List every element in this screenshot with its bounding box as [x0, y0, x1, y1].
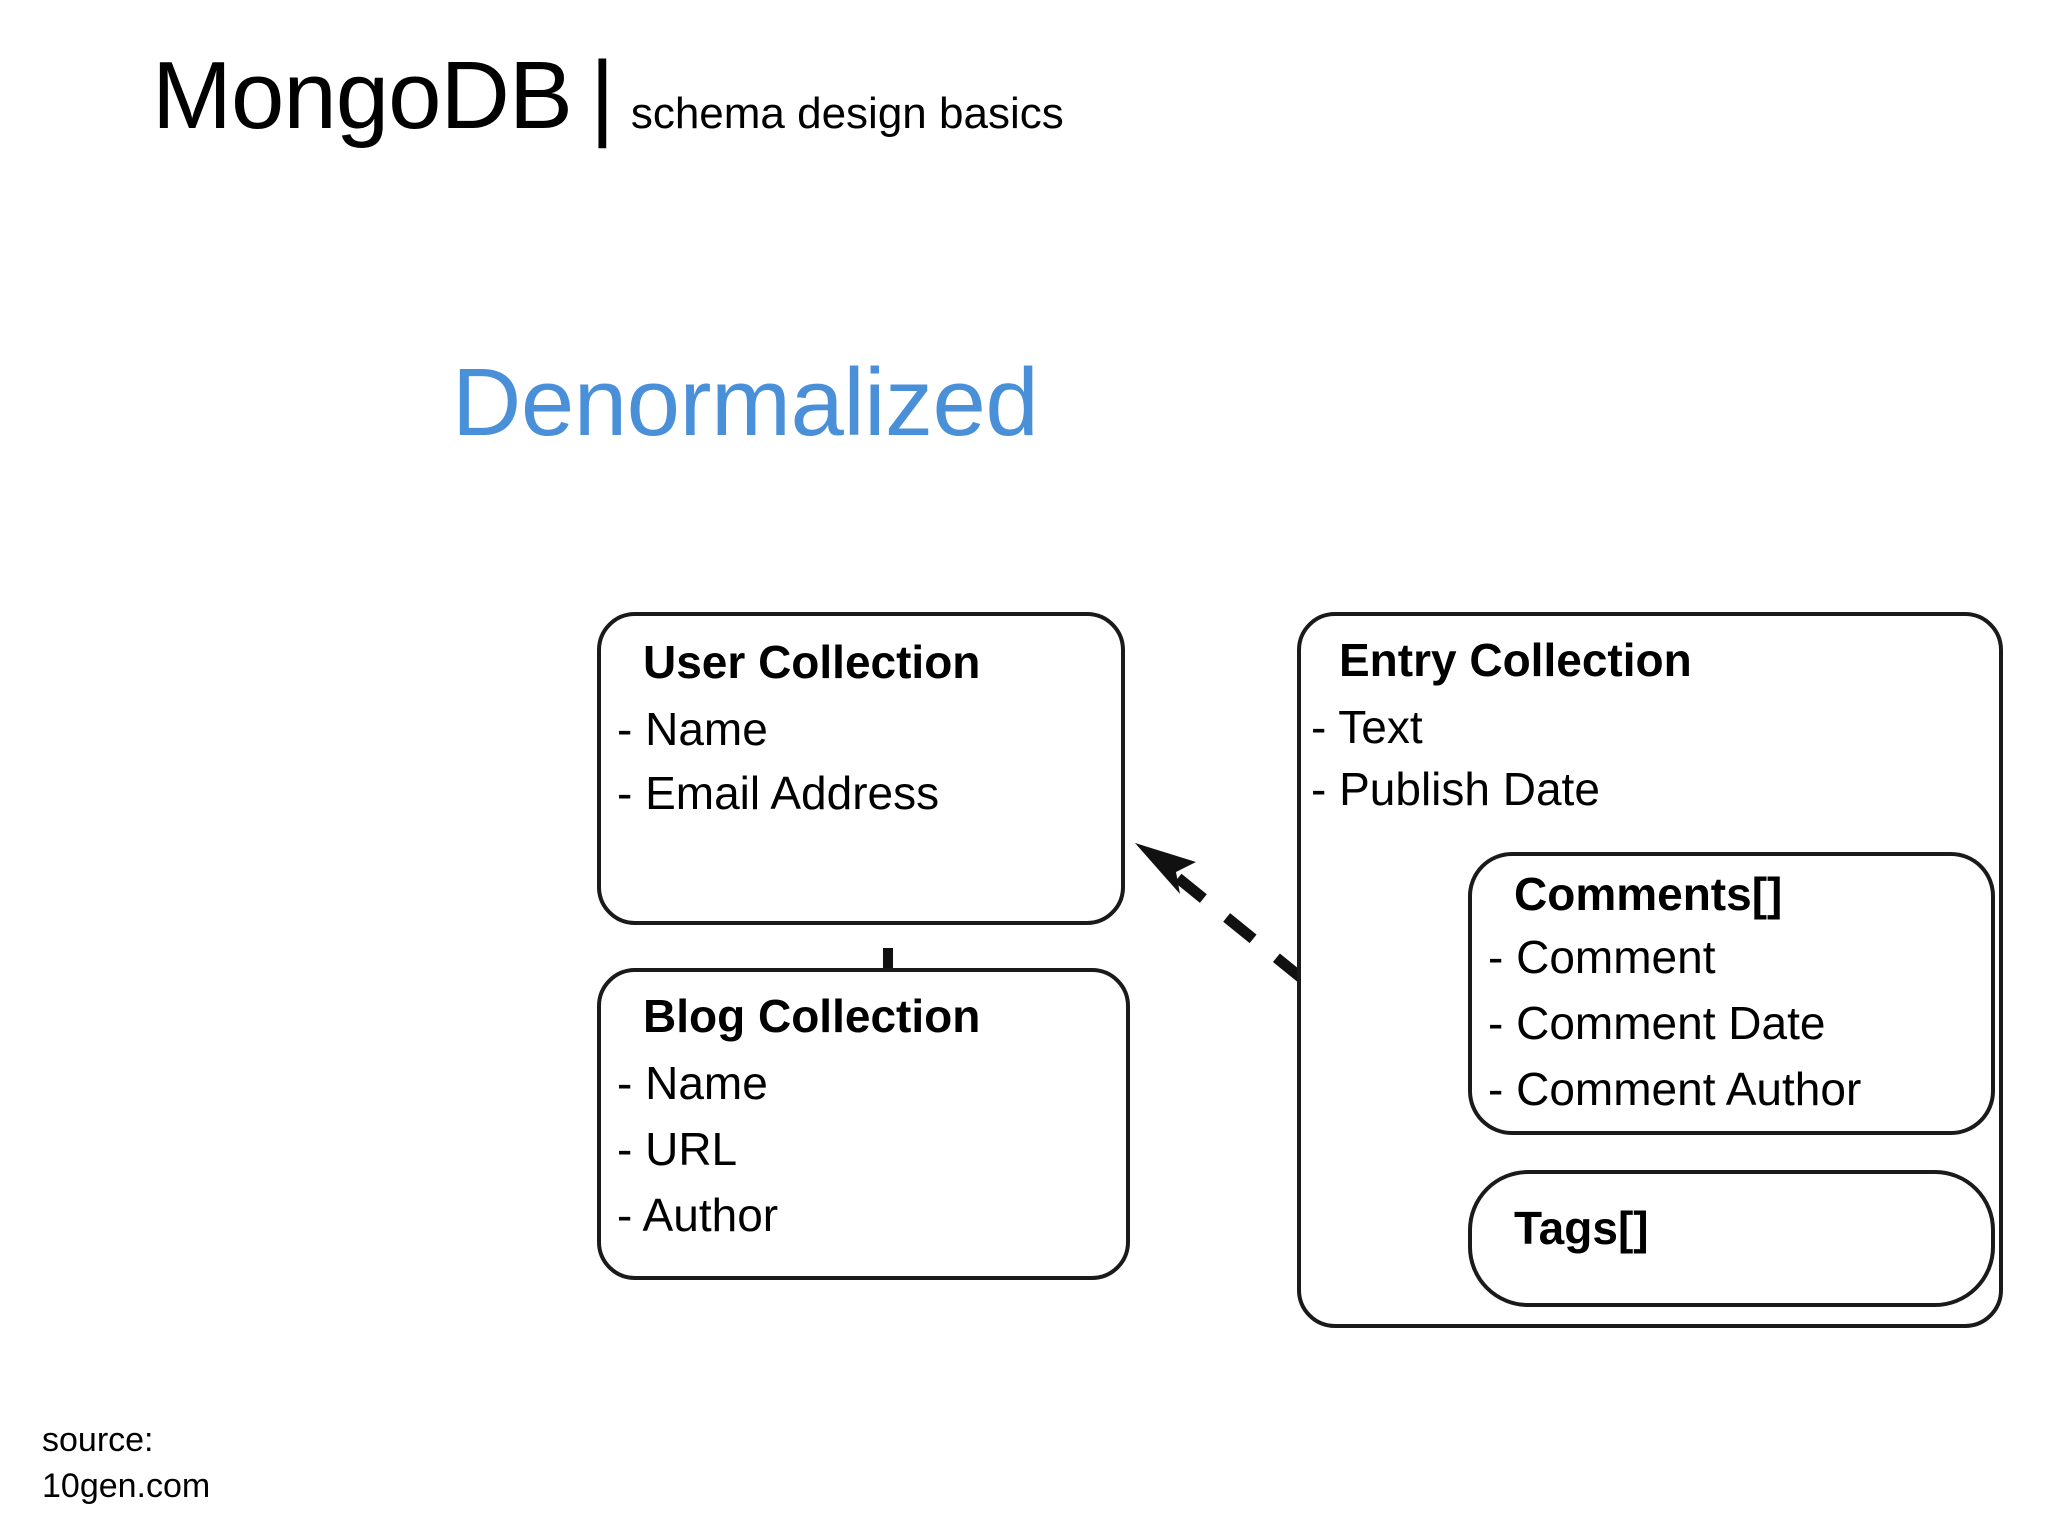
node-title: User Collection [643, 636, 981, 688]
node-title: Blog Collection [643, 990, 981, 1042]
title-divider: | [589, 42, 615, 149]
node-comments-array: Comments[] - Comment - Comment Date - Co… [1468, 852, 1995, 1135]
arrowhead-up-left-icon [1135, 843, 1196, 894]
node-tags-array: Tags[] [1468, 1170, 1995, 1307]
node-field: - Publish Date [1311, 763, 1600, 815]
section-heading: Denormalized [452, 349, 1039, 456]
node-title: Comments[] [1514, 868, 1783, 920]
node-field: - Name [617, 703, 768, 755]
source-note: source: 10gen.com [42, 1418, 210, 1510]
node-user-collection: User Collection - Name - Email Address [597, 612, 1125, 925]
node-blog-collection: Blog Collection - Name - URL - Author [597, 968, 1130, 1280]
node-field: - Name [617, 1057, 768, 1109]
node-title: Tags[] [1514, 1202, 1649, 1254]
brand-title: MongoDB [152, 42, 573, 149]
node-field: - Email Address [617, 767, 940, 819]
node-title: Entry Collection [1339, 634, 1692, 686]
node-field: - Comment Date [1488, 997, 1826, 1049]
node-field: - Comment [1488, 931, 1716, 983]
slide-title: MongoDB | schema design basics [152, 48, 1064, 144]
node-field: - Comment Author [1488, 1063, 1862, 1115]
node-field: - Author [617, 1189, 779, 1241]
node-field: - URL [617, 1123, 738, 1175]
source-label: source: [42, 1421, 154, 1459]
source-value: 10gen.com [42, 1466, 211, 1505]
node-field: - Text [1311, 701, 1423, 753]
slide-subtitle: schema design basics [630, 89, 1064, 138]
